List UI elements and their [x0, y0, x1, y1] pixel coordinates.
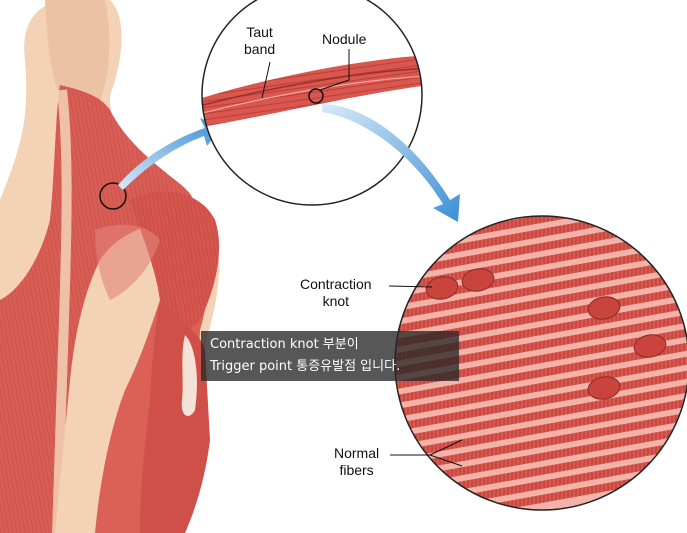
- contraction-knot-label: Contraction knot: [300, 276, 372, 309]
- nodule-leader: [319, 49, 350, 91]
- human-back-figure: [0, 0, 220, 533]
- normal-fibers-label: Normal fibers: [334, 445, 380, 478]
- caption-overlay: Contraction knot 부분이 Trigger point 통증유발점…: [201, 331, 459, 381]
- caption-line-1: Contraction knot 부분이: [210, 337, 359, 352]
- taut-band-magnified-view: [201, 0, 423, 206]
- nodule-label: Nodule: [322, 31, 367, 47]
- caption-line-2: Trigger point 통증유발점 입니다.: [210, 359, 401, 374]
- taut-band-label: Taut band: [244, 24, 276, 57]
- contraction-knot: [587, 376, 621, 400]
- contraction-knot-leader: [388, 285, 433, 288]
- contraction-knot: [461, 268, 495, 292]
- contraction-knot: [425, 276, 459, 300]
- contraction-knot: [633, 334, 667, 358]
- trigger-point-marker: [99, 182, 127, 210]
- normal-fibers-leader: [390, 439, 463, 467]
- contraction-knot: [587, 296, 621, 320]
- taut-band-leader: [261, 61, 271, 99]
- arrow-to-taut-band: [118, 118, 222, 190]
- arrow-to-fiber-detail: [322, 104, 460, 222]
- nodule-marker: [308, 88, 324, 104]
